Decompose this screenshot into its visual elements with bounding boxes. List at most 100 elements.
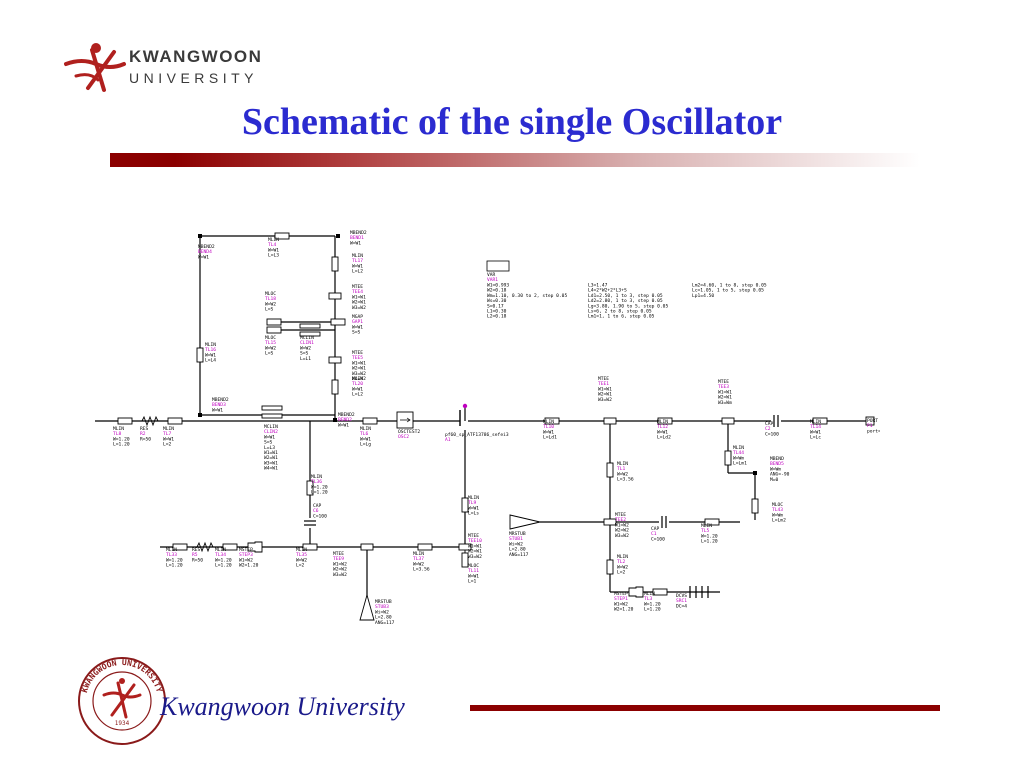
label-tee1-0: MTEE — [598, 376, 609, 382]
label-tl17-2: W=W1 — [352, 263, 363, 269]
label-clin2-0: MCLIN — [264, 424, 278, 430]
component-tl8 — [117, 417, 133, 425]
label-tl3-1: TL3 — [644, 596, 653, 602]
component-stub3 — [359, 593, 375, 621]
label-tl35-2: W=W2 — [296, 557, 307, 563]
label-p1-1: P1 — [867, 423, 873, 429]
label-bend3-2: W=W1 — [212, 407, 223, 413]
component-r5 — [196, 541, 214, 553]
label-tl35-3: L=2 — [296, 563, 305, 569]
label-tl18-2: W=W2 — [265, 301, 276, 307]
label-gap1-1: GAP1 — [352, 319, 363, 325]
label-bend5-2: W=Wm — [770, 466, 781, 472]
label-tl34-2: W=1.20 — [215, 557, 232, 563]
label-tl43-0: MLOC — [772, 502, 783, 508]
label-tee5-2: W1=W1 — [352, 360, 366, 366]
label-tee4-1: TEE4 — [352, 289, 363, 295]
label-bend2-2: W=W1 — [338, 422, 349, 428]
label-tee2-4: W3=W2 — [615, 533, 629, 539]
component-tl37 — [417, 543, 433, 551]
component-tl4 — [274, 232, 290, 240]
component-tl44 — [724, 450, 732, 466]
label-tl36-0: MLIN — [311, 474, 322, 480]
label-bend3-1: BEND3 — [212, 402, 226, 408]
label-tl7-2: W=W1 — [163, 436, 174, 442]
component-tl12 — [657, 417, 673, 425]
component-tl11 — [461, 552, 469, 568]
label-tl9-1: TL9 — [468, 500, 477, 506]
label-c2-1: C2 — [765, 426, 771, 432]
label-c6-1: C6 — [313, 508, 319, 514]
label-tl20-3: L=L2 — [352, 392, 363, 398]
label-c1-0: CAP — [651, 526, 660, 532]
label-clin2-1: CLIN2 — [264, 429, 278, 435]
label-tl8-0: MLIN — [113, 426, 124, 432]
svg-text:KWANGWOON UNIVERSITY: KWANGWOON UNIVERSITY — [80, 658, 164, 694]
label-clin2-6: W2=W1 — [264, 455, 278, 461]
label-tee1-4: W3=W2 — [598, 397, 612, 403]
component-tl14 — [812, 417, 828, 425]
label-tl4-0: MLIN — [268, 237, 279, 243]
svg-text:Lm1=1, 1 to 6, step 0.05: Lm1=1, 1 to 6, step 0.05 — [588, 314, 655, 320]
component-bend4 — [198, 234, 202, 238]
label-tl16-3: L=L4 — [205, 358, 216, 364]
label-tl15-3: L=S — [265, 351, 274, 357]
label-src1-0: DCVS — [676, 593, 687, 599]
label-tee3-1: TEE3 — [718, 384, 729, 390]
component-tl43 — [751, 498, 759, 514]
label-tl37-3: L=3.56 — [413, 567, 430, 573]
label-tl43-1: TL43 — [772, 507, 783, 513]
label-c1-2: C=100 — [651, 536, 665, 542]
label-tl44-1: TL44 — [733, 450, 744, 456]
component-clin2 — [261, 405, 283, 419]
label-tl34-1: TL34 — [215, 552, 226, 558]
label-tl15-0: MLOC — [265, 335, 276, 341]
svg-text:Wm=1.10, 0.30 to 2, step 0.05: Wm=1.10, 0.30 to 2, step 0.05 — [487, 293, 567, 299]
label-step3-1: STEP3 — [239, 552, 253, 558]
label-tl14-0: MLIN — [810, 419, 821, 425]
svg-text:Lg=3.80, 1.90 to 5, step 0.05: Lg=3.80, 1.90 to 5, step 0.05 — [588, 303, 668, 309]
component-c6 — [304, 518, 316, 528]
oscillator-schematic: MLINTL4W=W1L=L3MBEND2BEND1W=W1MBEND2BEND… — [95, 230, 880, 626]
label-clin2-5: W1=W1 — [264, 450, 278, 456]
component-tee2 — [603, 518, 617, 528]
label-tl34-3: L=1.20 — [215, 563, 232, 569]
label-osc2-0: OSCTEST2 — [398, 429, 420, 435]
component-tl3 — [652, 588, 668, 596]
label-tl11-3: L=1 — [468, 579, 477, 585]
component-bend2 — [333, 418, 337, 422]
svg-text:Ls=6, 2 to 8, step 0.05: Ls=6, 2 to 8, step 0.05 — [588, 309, 652, 315]
label-stub1-0: MRSTUB — [509, 531, 526, 537]
label-tl14-1: TL14 — [810, 424, 821, 430]
label-clin2-3: S=S — [264, 440, 273, 446]
label-tl2-2: W=W2 — [617, 564, 628, 570]
label-tl35-0: MLIN — [296, 547, 307, 553]
label-tee2-1: TEE2 — [615, 517, 626, 523]
label-tee3-4: W3=Wm — [718, 400, 732, 406]
label-tee9-0: MTEE — [333, 551, 344, 557]
label-tl3-0: MLIN — [644, 591, 655, 597]
label-tl5-1: TL5 — [701, 528, 710, 534]
label-stub1-3: L=2.80 — [509, 547, 526, 553]
svg-text:Ld2=2.80, 1 to 3, step 0.05: Ld2=2.80, 1 to 3, step 0.05 — [588, 298, 663, 304]
svg-text:Lc=1.05, 1 to 5, step 0.05: Lc=1.05, 1 to 5, step 0.05 — [692, 288, 764, 294]
label-tl34-0: MLIN — [215, 547, 226, 553]
label-tee10-0: MTEE — [468, 533, 479, 539]
label-tl18-1: TL18 — [265, 296, 276, 302]
svg-text:VAR1: VAR1 — [487, 277, 498, 283]
component-tl20 — [331, 379, 339, 395]
component-step3 — [247, 541, 263, 553]
label-tl12-0: MLIN — [657, 419, 668, 425]
label-tl1-2: W=W2 — [617, 471, 628, 477]
footer-rule — [470, 705, 940, 711]
svg-text:Ws=0.30: Ws=0.30 — [487, 298, 507, 304]
label-step1-2: W1=W2 — [614, 601, 628, 607]
label-tl7-0: MLIN — [163, 426, 174, 432]
label-step1-0: MSTEP — [614, 591, 628, 597]
component-c2 — [771, 415, 781, 427]
label-tee5-0: MTEE — [352, 350, 363, 356]
component-r2 — [141, 415, 159, 427]
seal-text: KWANGWOON UNIVERSITY — [80, 658, 164, 694]
component-p1 — [865, 416, 875, 426]
